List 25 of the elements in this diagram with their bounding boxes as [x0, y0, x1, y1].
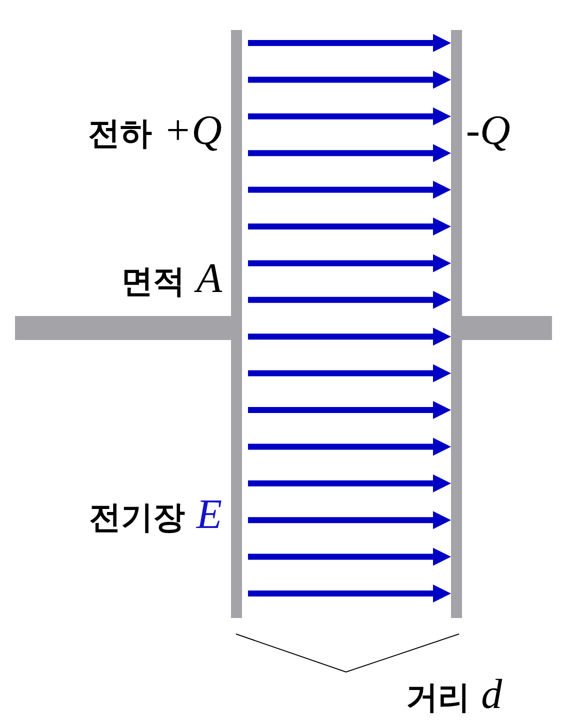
plate-label: 전하 +Q: [88, 110, 222, 152]
plate-label: 전기장 E: [89, 494, 222, 536]
plate-label: 면적 A: [121, 258, 222, 300]
field-arrow: [248, 328, 451, 346]
plate-label: 거리 d: [406, 674, 502, 716]
field-arrow: [248, 474, 451, 492]
field-arrow: [248, 290, 451, 309]
field-arrow: [248, 584, 451, 602]
field-arrow: [248, 218, 451, 236]
field-arrow: [248, 144, 451, 162]
field-arrow: [248, 364, 451, 382]
wire: [462, 316, 552, 340]
field-arrow: [248, 70, 451, 89]
capacitor-plate: [231, 30, 242, 618]
field-arrow: [248, 254, 451, 272]
field-arrow: [248, 438, 451, 456]
capacitor-plate: [451, 30, 462, 618]
plate-label: -Q: [466, 110, 510, 152]
field-arrow: [248, 34, 451, 52]
field-arrow: [248, 511, 451, 530]
field-arrow: [248, 548, 451, 566]
field-arrow: [248, 401, 451, 419]
wire: [15, 316, 231, 340]
field-arrow: [248, 107, 451, 126]
field-arrow: [248, 180, 451, 199]
